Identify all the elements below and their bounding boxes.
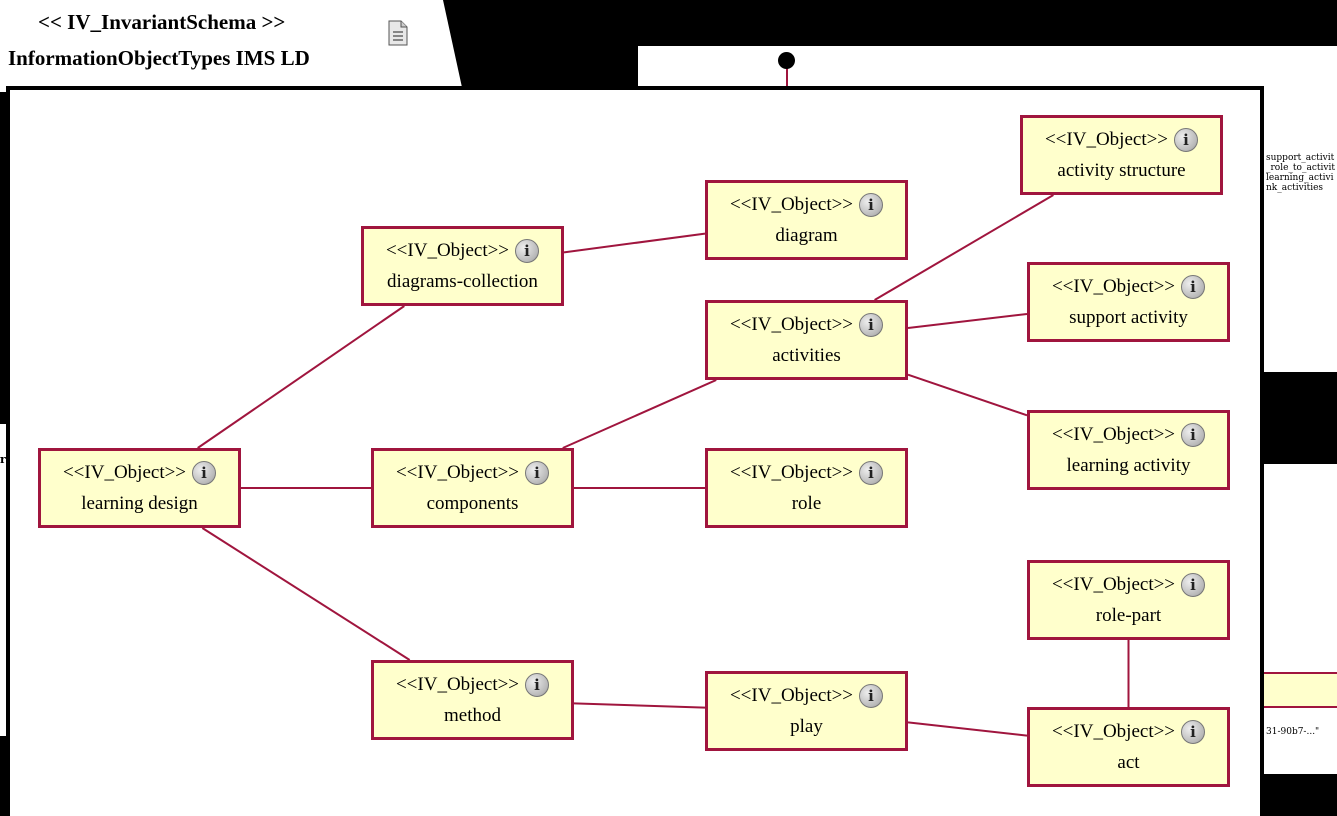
node-stereotype-row: <<IV_Object>>i [1023,128,1220,152]
node-activities[interactable]: <<IV_Object>>i activities [705,300,908,380]
background-bottom-right-text: 31-90b7-..." [1266,727,1320,737]
node-diagrams-collection[interactable]: <<IV_Object>>i diagrams-collection [361,226,564,306]
node-stereotype: <<IV_Object>> [729,194,854,215]
edge-components-activities[interactable] [562,379,717,449]
node-stereotype: <<IV_Object>> [1051,721,1176,742]
node-name: activities [772,345,841,366]
connector-line [786,64,788,88]
node-name: learning activity [1066,455,1191,476]
background-list: support_activit _role_to_activit learnin… [1266,153,1335,193]
node-name: support activity [1069,307,1188,328]
node-stereotype: <<IV_Object>> [1051,424,1176,445]
node-stereotype-row: <<IV_Object>>i [708,461,905,485]
background-list-item: nk_activities [1266,183,1324,193]
info-icon[interactable]: i [859,193,884,217]
info-icon[interactable]: i [515,239,540,263]
background-list-item: support_activit [1266,153,1335,163]
node-role-part[interactable]: <<IV_Object>>i role-part [1027,560,1230,640]
node-stereotype: <<IV_Object>> [62,462,187,483]
node-name: role-part [1095,605,1162,626]
node-stereotype: <<IV_Object>> [729,685,854,706]
tab-title: InformationObjectTypes IMS LD [8,46,310,70]
info-icon[interactable]: i [1181,720,1206,744]
node-stereotype-row: <<IV_Object>>i [1030,720,1227,744]
edge-play-act[interactable] [907,721,1028,737]
node-name: diagram [775,225,838,246]
node-stereotype-row: <<IV_Object>>i [374,673,571,697]
edge-learning-design-diagrams-collection[interactable] [197,305,405,449]
node-name: diagrams-collection [387,271,538,292]
node-name: components [426,493,519,514]
connector-dot [778,52,795,69]
node-name: act [1117,752,1140,773]
info-icon[interactable]: i [1181,275,1206,299]
node-learning-design[interactable]: <<IV_Object>>i learning design [38,448,241,528]
background-panel-header [1262,672,1337,708]
node-activity-structure[interactable]: <<IV_Object>>i activity structure [1020,115,1223,195]
info-icon[interactable]: i [525,461,550,485]
node-stereotype: <<IV_Object>> [395,462,520,483]
node-components[interactable]: <<IV_Object>>i components [371,448,574,528]
info-icon[interactable]: i [859,313,884,337]
edge-activities-learning-activity[interactable] [907,373,1028,417]
info-icon[interactable]: i [1181,423,1206,447]
node-stereotype-row: <<IV_Object>>i [374,461,571,485]
document-icon[interactable] [388,20,408,46]
node-stereotype-row: <<IV_Object>>i [41,461,238,485]
node-name: play [790,716,823,737]
edge-activities-activity-structure[interactable] [874,194,1054,301]
background-list-item: learning_activi [1266,173,1334,183]
node-stereotype-row: <<IV_Object>>i [708,684,905,708]
node-stereotype-row: <<IV_Object>>i [1030,275,1227,299]
node-stereotype: <<IV_Object>> [1051,276,1176,297]
background-list-item: _role_to_activit [1266,163,1335,173]
info-icon[interactable]: i [192,461,217,485]
background-left-text: r [0,453,6,466]
tab-stereotype: << IV_InvariantSchema >> [38,10,286,34]
node-stereotype: <<IV_Object>> [1051,574,1176,595]
info-icon[interactable]: i [859,684,884,708]
info-icon[interactable]: i [859,461,884,485]
info-icon[interactable]: i [1181,573,1206,597]
diagram-tab[interactable] [0,0,463,92]
edge-method-play[interactable] [573,702,706,709]
node-name: activity structure [1057,160,1186,181]
info-icon[interactable]: i [525,673,550,697]
info-icon[interactable]: i [1174,128,1199,152]
background-panel-left [0,424,10,736]
node-stereotype: <<IV_Object>> [385,240,510,261]
node-name: method [444,705,501,726]
node-stereotype-row: <<IV_Object>>i [364,239,561,263]
edge-activities-support-activity[interactable] [907,312,1028,330]
node-name: learning design [81,493,198,514]
node-stereotype: <<IV_Object>> [729,314,854,335]
node-stereotype: <<IV_Object>> [395,674,520,695]
node-stereotype-row: <<IV_Object>>i [1030,573,1227,597]
node-stereotype-row: <<IV_Object>>i [708,313,905,337]
node-learning-activity[interactable]: <<IV_Object>>i learning activity [1027,410,1230,490]
node-stereotype: <<IV_Object>> [1044,129,1169,150]
node-stereotype-row: <<IV_Object>>i [708,193,905,217]
background-panel-right [1262,464,1337,774]
edge-learning-design-method[interactable] [201,527,411,661]
edge-diagrams-collection-diagram[interactable] [563,232,706,254]
node-stereotype-row: <<IV_Object>>i [1030,423,1227,447]
node-name: role [791,493,822,514]
node-stereotype: <<IV_Object>> [729,462,854,483]
